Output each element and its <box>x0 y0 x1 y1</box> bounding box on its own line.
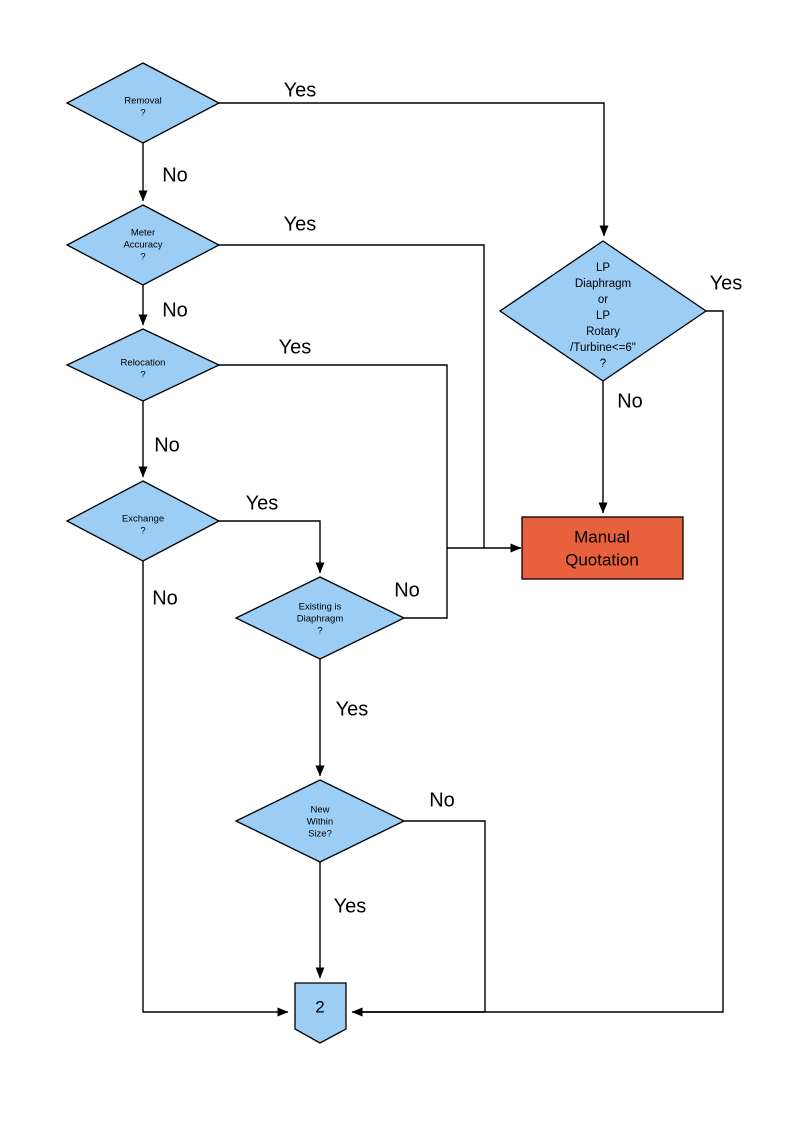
decision-diamond[interactable] <box>498 240 708 382</box>
edge-relocation-to-manual <box>219 364 448 548</box>
edge-label-exchange-no: No <box>152 587 178 609</box>
edge-exchange-to-connector <box>142 561 289 1017</box>
node-exchange-line-1: ? <box>140 526 145 537</box>
decision-diamond[interactable] <box>234 779 406 863</box>
node-manual-quotation-line-1: Quotation <box>565 550 639 569</box>
node-new-within-size-line-2: Size? <box>308 829 332 840</box>
node-connector-2[interactable]: 2 <box>294 982 347 1044</box>
node-relocation-line-0: Relocation <box>121 358 166 369</box>
edge-label-relocation-no: No <box>154 434 180 456</box>
decision-diamond[interactable] <box>234 576 406 660</box>
edge-existing-diaphragm-to-manual <box>404 548 448 619</box>
edge-label-relocation-yes: Yes <box>279 336 312 358</box>
node-existing-is-diaphragm[interactable]: Existing is Diaphragm ? <box>234 576 406 660</box>
decision-diamond[interactable] <box>65 62 221 144</box>
node-existing-is-diaphragm-line-0: Existing is <box>299 602 342 613</box>
node-relocation-line-1: ? <box>140 370 145 381</box>
node-relocation[interactable]: Relocation ? <box>65 328 221 402</box>
edge-label-size-yes: Yes <box>334 895 367 917</box>
connector-pentagon[interactable] <box>294 982 347 1044</box>
edge-lp-to-connector <box>351 310 724 1017</box>
edge-label-size-no: No <box>429 789 455 811</box>
edge-meter-accuracy-to-manual <box>219 244 485 548</box>
edges-layer <box>138 102 724 1017</box>
node-connector-2-label: 2 <box>315 997 324 1016</box>
node-meter-accuracy[interactable]: Meter Accuracy ? <box>65 204 221 286</box>
edge-label-meter-accuracy-yes: Yes <box>284 213 317 235</box>
node-meter-accuracy-line-0: Meter <box>131 228 155 239</box>
edge-exchange-to-existing-diaphragm <box>219 520 325 574</box>
edge-labels-layer: Yes No Yes No Yes No Yes No No Yes No Ye… <box>152 79 742 917</box>
edge-label-removal-no: No <box>162 164 188 186</box>
node-lp-line-4: Rotary <box>586 326 620 338</box>
node-lp-line-1: Diaphragm <box>575 278 631 290</box>
node-existing-is-diaphragm-line-2: ? <box>317 626 322 637</box>
node-existing-is-diaphragm-line-1: Diaphragm <box>297 614 344 625</box>
edge-label-removal-yes: Yes <box>284 79 317 101</box>
edge-label-lp-no: No <box>617 390 643 412</box>
node-removal-line-1: ? <box>140 108 145 119</box>
node-new-within-size-line-0: New <box>310 805 329 816</box>
decision-diamond[interactable] <box>65 328 221 402</box>
node-lp-diaphragm-or-rotary[interactable]: LP Diaphragm or LP Rotary /Turbine<=6" ? <box>498 240 708 382</box>
node-exchange-line-0: Exchange <box>122 514 164 525</box>
edge-size-no-to-connector <box>355 820 486 1013</box>
node-new-within-size-line-1: Within <box>307 817 333 828</box>
node-manual-quotation[interactable]: Manual Quotation <box>521 516 684 580</box>
node-removal[interactable]: Removal ? <box>65 62 221 144</box>
node-removal-line-0: Removal <box>124 96 162 107</box>
node-lp-line-5: /Turbine<=6" <box>570 342 636 354</box>
node-meter-accuracy-line-2: ? <box>140 252 145 263</box>
node-exchange[interactable]: Exchange ? <box>65 480 221 562</box>
decision-diamond[interactable] <box>65 480 221 562</box>
nodes-layer: Removal ? Meter Accuracy ? Relocation ? … <box>65 62 708 1044</box>
process-box[interactable] <box>521 516 684 580</box>
node-manual-quotation-line-0: Manual <box>574 527 630 546</box>
edge-label-meter-accuracy-no: No <box>162 299 188 321</box>
node-meter-accuracy-line-1: Accuracy <box>123 240 162 251</box>
edge-label-exchange-yes: Yes <box>246 492 279 514</box>
node-lp-line-6: ? <box>600 358 606 370</box>
node-lp-line-3: LP <box>596 310 610 322</box>
edge-label-existing-diaphragm-no: No <box>394 579 420 601</box>
node-new-within-size[interactable]: New Within Size? <box>234 779 406 863</box>
edge-removal-to-lp <box>219 102 609 237</box>
edge-label-lp-yes: Yes <box>710 272 743 294</box>
decision-diamond[interactable] <box>65 204 221 286</box>
node-lp-line-0: LP <box>596 262 610 274</box>
node-lp-line-2: or <box>598 294 608 306</box>
edge-label-existing-diaphragm-yes: Yes <box>336 698 369 720</box>
